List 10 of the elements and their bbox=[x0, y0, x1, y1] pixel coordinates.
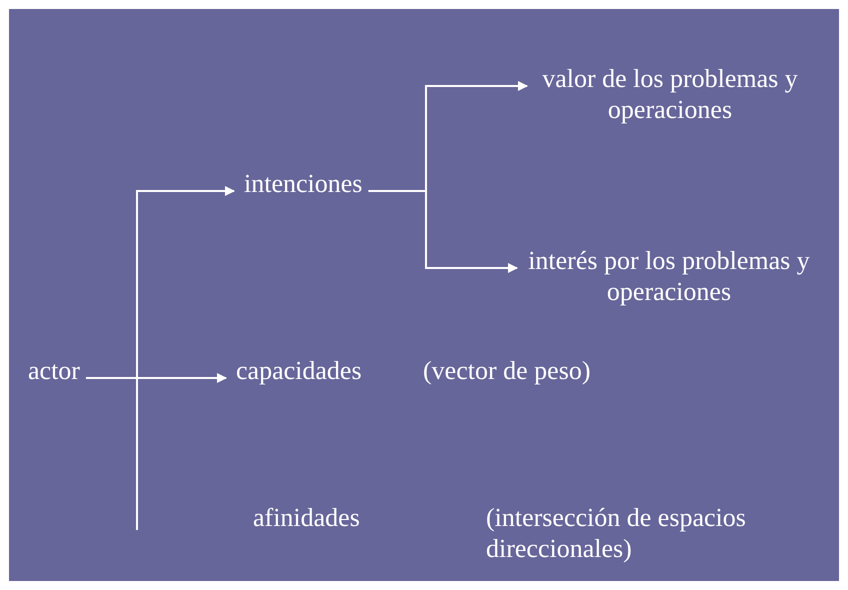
node-label: valor de los problemas y operaciones bbox=[535, 63, 805, 125]
arrow bbox=[86, 373, 227, 383]
arrow bbox=[368, 190, 518, 273]
node-label: actor bbox=[28, 355, 80, 386]
node-label: capacidades bbox=[236, 355, 362, 386]
annotation-text: (intersección de espacios direccionales) bbox=[486, 502, 747, 564]
annotation-text: (vector de peso) bbox=[423, 355, 590, 386]
node-label: afinidades bbox=[253, 502, 360, 533]
node-label: intenciones bbox=[244, 168, 362, 199]
node-label: interés por los problemas y operaciones bbox=[525, 245, 813, 307]
